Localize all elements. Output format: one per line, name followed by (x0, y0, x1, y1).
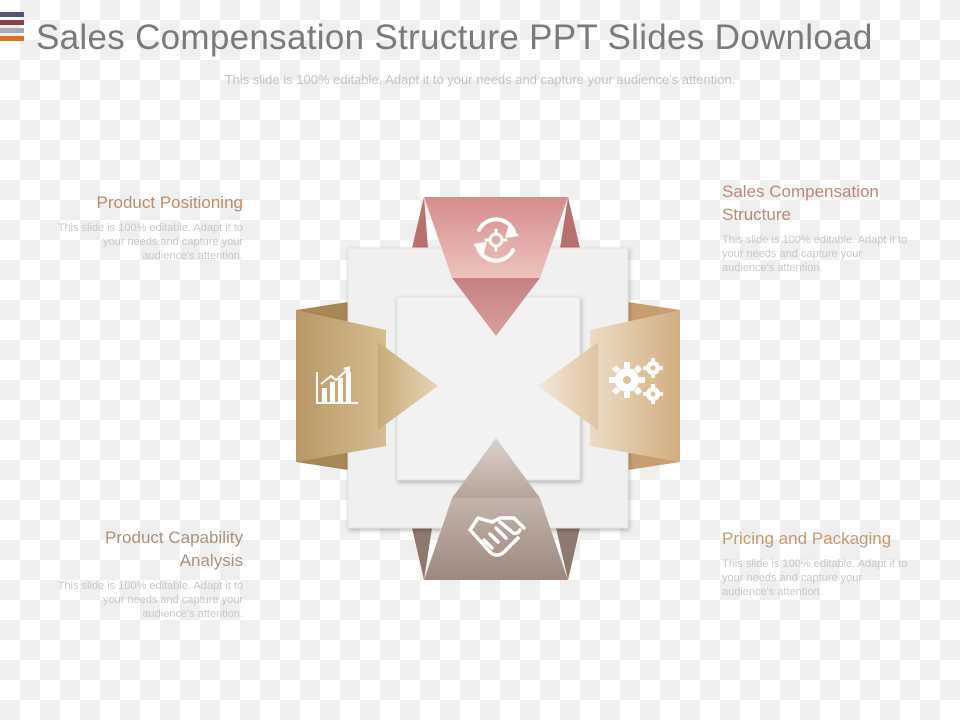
slide-subtitle: This slide is 100% editable. Adapt it to… (224, 72, 736, 87)
block-heading: Sales Compensation Structure (722, 182, 879, 224)
logo-stripe-4 (0, 36, 24, 41)
handshake-icon (468, 516, 526, 557)
right-arrow-pointer (538, 342, 598, 430)
block-body: This slide is 100% editable. Adapt it to… (722, 558, 908, 598)
block-body: This slide is 100% editable. Adapt it to… (57, 222, 243, 262)
logo-stripe-1 (0, 12, 24, 17)
bar-chart-icon (316, 366, 358, 404)
block-pricing-and-packaging: Pricing and Packaging This slide is 100%… (722, 527, 912, 599)
block-heading: Product Capability Analysis (105, 528, 243, 570)
block-body: This slide is 100% editable. Adapt it to… (57, 580, 243, 620)
bottom-arrow-tab-left (412, 528, 432, 580)
slide-title: Sales Compensation Structure PPT Slides … (36, 18, 873, 57)
block-sales-compensation-structure: Sales Compensation Structure This slide … (722, 180, 912, 275)
logo-stripe-2 (0, 20, 24, 25)
logo-stripes (0, 12, 24, 44)
bottom-arrow-pointer (452, 438, 540, 498)
top-arrow (424, 197, 568, 278)
top-arrow-pointer (452, 278, 540, 336)
left-arrow-pointer (378, 342, 438, 430)
bottom-arrow-tab-right (556, 528, 580, 580)
gears-icon (609, 358, 663, 404)
refresh-gear-icon (473, 217, 519, 263)
block-product-positioning: Product Positioning This slide is 100% e… (53, 191, 243, 263)
block-heading: Pricing and Packaging (722, 529, 892, 548)
top-arrow-tab-right (560, 197, 580, 248)
block-product-capability-analysis: Product Capability Analysis This slide i… (53, 526, 243, 621)
block-heading: Product Positioning (96, 193, 243, 212)
logo-stripe-3 (0, 28, 24, 33)
block-body: This slide is 100% editable. Adapt it to… (722, 234, 908, 274)
top-arrow-tab-left (412, 197, 428, 248)
